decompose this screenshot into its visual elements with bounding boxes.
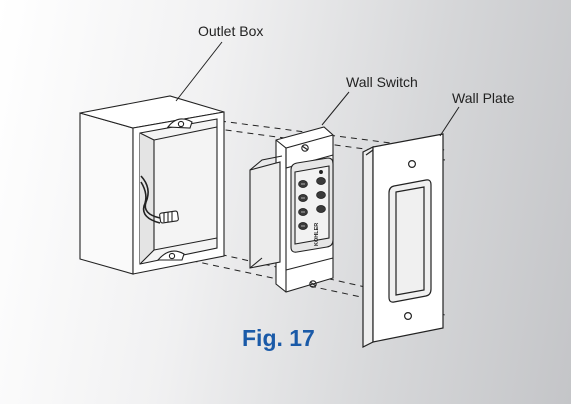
wall-switch-label: Wall Switch (346, 74, 418, 90)
wall-switch (249, 126, 334, 293)
outlet-box-label: Outlet Box (198, 23, 264, 39)
keypad-brand: KOHLER (314, 223, 320, 246)
leader-lines (175, 41, 460, 137)
wall-plate-label: Wall Plate (452, 90, 515, 106)
outlet-box (79, 95, 225, 275)
figure-caption: Fig. 17 (242, 325, 315, 351)
wall-plate (362, 133, 444, 348)
